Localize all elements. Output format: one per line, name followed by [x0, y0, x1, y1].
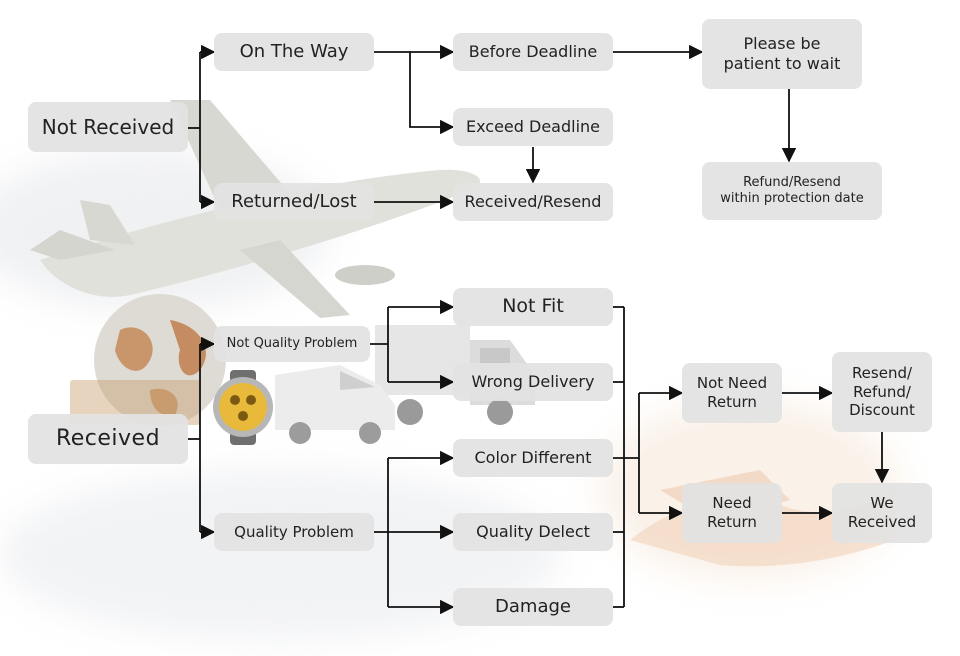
node-resend-refund-discount: Resend/ Refund/ Discount: [832, 352, 932, 432]
van-icon: [275, 365, 395, 444]
node-returned-lost: Returned/Lost: [214, 183, 374, 221]
node-quality-delect: Quality Delect: [453, 513, 613, 551]
node-need-return: Need Return: [682, 483, 782, 543]
wristwatch-icon: [213, 370, 273, 445]
connector-on-the-way-split: [374, 51, 455, 135]
node-damage: Damage: [453, 588, 613, 626]
node-please-be-patient: Please be patient to wait: [702, 19, 862, 89]
node-exceed-deadline: Exceed Deadline: [453, 108, 613, 146]
node-not-fit: Not Fit: [453, 288, 613, 326]
node-received-resend: Received/Resend: [453, 183, 613, 221]
node-not-received: Not Received: [28, 102, 188, 152]
node-on-the-way: On The Way: [214, 33, 374, 71]
node-received: Received: [28, 414, 188, 464]
node-refund-resend-protection: Refund/Resend within protection date: [702, 162, 882, 220]
node-before-deadline: Before Deadline: [453, 33, 613, 71]
node-we-received: We Received: [832, 483, 932, 543]
node-color-different: Color Different: [453, 439, 613, 477]
node-not-quality-problem: Not Quality Problem: [214, 326, 370, 362]
node-quality-problem: Quality Problem: [214, 513, 374, 551]
node-not-need-return: Not Need Return: [682, 363, 782, 423]
node-wrong-delivery: Wrong Delivery: [453, 363, 613, 401]
globe-icon: [94, 294, 226, 426]
